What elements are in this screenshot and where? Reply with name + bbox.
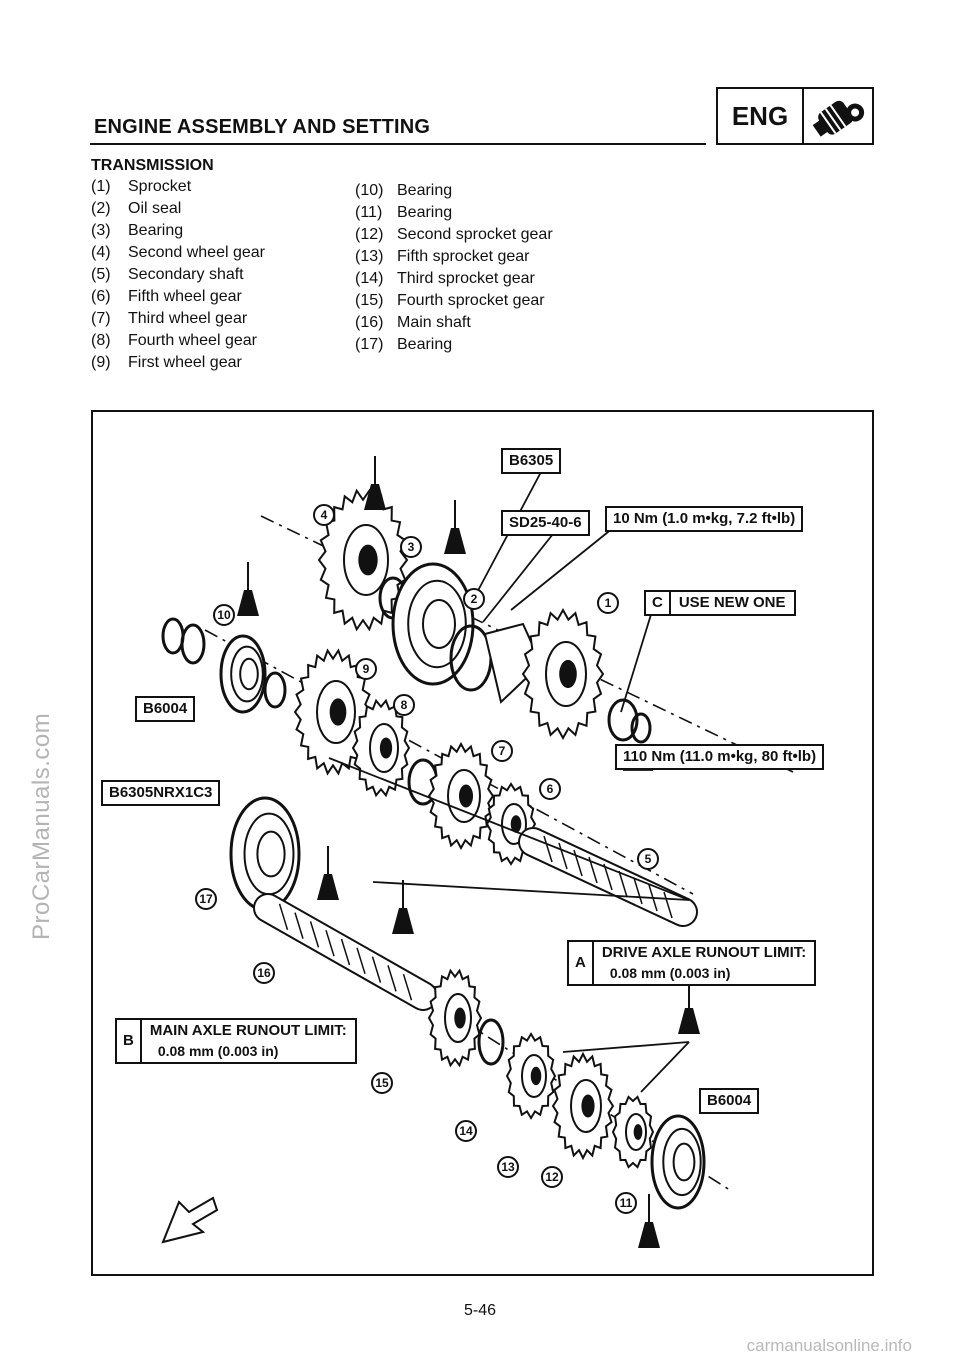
parts-list-left: (1)Sprocket (2)Oil seal (3)Bearing (4)Se… (91, 176, 265, 374)
part-item: (16)Main shaft (355, 314, 471, 331)
callout-15: 15 (371, 1072, 393, 1094)
part-item: (1)Sprocket (91, 178, 192, 195)
note-letter-b: B (117, 1020, 142, 1062)
label-b6004-right: B6004 (699, 1088, 760, 1114)
note-letter-c: C (646, 592, 671, 614)
part-item: (8)Fourth wheel gear (91, 332, 257, 349)
callout-8: 8 (393, 694, 415, 716)
callout-1: 1 (597, 592, 619, 614)
section-badge: ENG (716, 87, 874, 145)
page-number: 5-46 (463, 1302, 497, 1319)
bottom-watermark: carmanualsonline.info (746, 1336, 912, 1355)
callout-11: 11 (615, 1192, 637, 1214)
section-title: TRANSMISSION (91, 157, 214, 174)
label-torque-110nm: 110 Nm (11.0 m•kg, 80 ft•lb) (615, 744, 825, 770)
callout-9: 9 (355, 658, 377, 680)
side-watermark: ProCarManuals.com (28, 712, 55, 940)
engine-icon (804, 89, 872, 143)
oil-mark-m-top (364, 484, 386, 510)
label-oil-seal-spec: SD25-40-6 (501, 510, 590, 536)
callout-14: 14 (455, 1120, 477, 1142)
bearing-3 (391, 562, 475, 686)
part-item: (4)Second wheel gear (91, 244, 265, 261)
callout-13: 13 (497, 1156, 519, 1178)
part-item: (17)Bearing (355, 336, 453, 353)
note-drive-axle-runout: A DRIVE AXLE RUNOUT LIMIT:0.08 mm (0.003… (567, 940, 817, 986)
part-item: (5)Secondary shaft (91, 266, 244, 283)
part-item: (11)Bearing (355, 204, 453, 221)
diagram-drawing (161, 456, 794, 1248)
callout-16: 16 (253, 962, 275, 984)
callout-6: 6 (539, 778, 561, 800)
circlip-10b (180, 623, 206, 665)
washer-3 (477, 1018, 505, 1066)
part-item: (7)Third wheel gear (91, 310, 248, 327)
transmission-exploded-diagram: B6305 SD25-40-6 10 Nm (1.0 m•kg, 7.2 ft•… (91, 410, 874, 1276)
part-item: (14)Third sprocket gear (355, 270, 535, 287)
part-item: (12)Second sprocket gear (355, 226, 553, 243)
label-b6004-left: B6004 (135, 696, 196, 722)
callout-17: 17 (195, 888, 217, 910)
sprocket-nut (630, 712, 652, 744)
section-badge-label: ENG (718, 89, 804, 143)
callout-12: 12 (541, 1166, 563, 1188)
circlip-10a (161, 617, 185, 655)
washer (263, 671, 287, 709)
label-torque-10nm: 10 Nm (1.0 m•kg, 7.2 ft•lb) (605, 506, 804, 532)
oil-mark-e-top (444, 528, 466, 554)
page-header-title: ENGINE ASSEMBLY AND SETTING (94, 116, 431, 138)
part-item: (13)Fifth sprocket gear (355, 248, 530, 265)
oil-mark-e-bottom (638, 1222, 660, 1248)
part-item: (6)Fifth wheel gear (91, 288, 242, 305)
part-item: (10)Bearing (355, 182, 453, 199)
callout-5: 5 (637, 848, 659, 870)
oil-mark-m-right (678, 1008, 700, 1034)
part-item: (9)First wheel gear (91, 354, 242, 371)
oil-mark-m-middle (392, 908, 414, 934)
parts-list-right: (10)Bearing (11)Bearing (12)Second sproc… (355, 180, 553, 356)
bearing-11 (650, 1114, 706, 1210)
fwd-arrow-icon (161, 1196, 219, 1244)
label-b6305: B6305 (501, 448, 562, 474)
note-letter-a: A (569, 942, 594, 984)
oil-mark-e-left (237, 590, 259, 616)
header-rule (90, 143, 706, 145)
lock-washer (607, 698, 639, 742)
part-item: (2)Oil seal (91, 200, 182, 217)
note-main-axle-runout: B MAIN AXLE RUNOUT LIMIT:0.08 mm (0.003 … (115, 1018, 357, 1064)
label-use-new-one: C USE NEW ONE (644, 590, 796, 616)
callout-7: 7 (491, 740, 513, 762)
callout-2: 2 (463, 588, 485, 610)
callout-4: 4 (313, 504, 335, 526)
part-item: (3)Bearing (91, 222, 184, 239)
bearing-10 (219, 634, 267, 714)
callout-10: 10 (213, 604, 235, 626)
gear-12-second-sprocket (611, 1095, 655, 1169)
oil-mark-e-bearing17 (317, 874, 339, 900)
callout-3: 3 (400, 536, 422, 558)
part-item: (15)Fourth sprocket gear (355, 292, 545, 309)
label-b6305nrx1c3: B6305NRX1C3 (101, 780, 221, 806)
